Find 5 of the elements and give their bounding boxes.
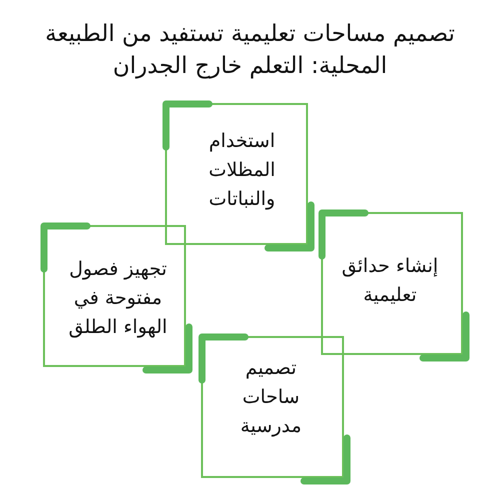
title: تصميم مساحات تعليمية تستفيد من الطبيعة المحلية: التعلم خارج الجدران (44, 20, 456, 81)
box-text: تصميم ساحات مدرسية (239, 356, 303, 439)
box-text: إنشاء حدائق تعليمية (340, 254, 440, 308)
box-text: استخدام المظلات والنباتات (208, 129, 276, 212)
box-text: تجهيز فصول مفتوحة في الهواء الطلق (68, 257, 168, 340)
